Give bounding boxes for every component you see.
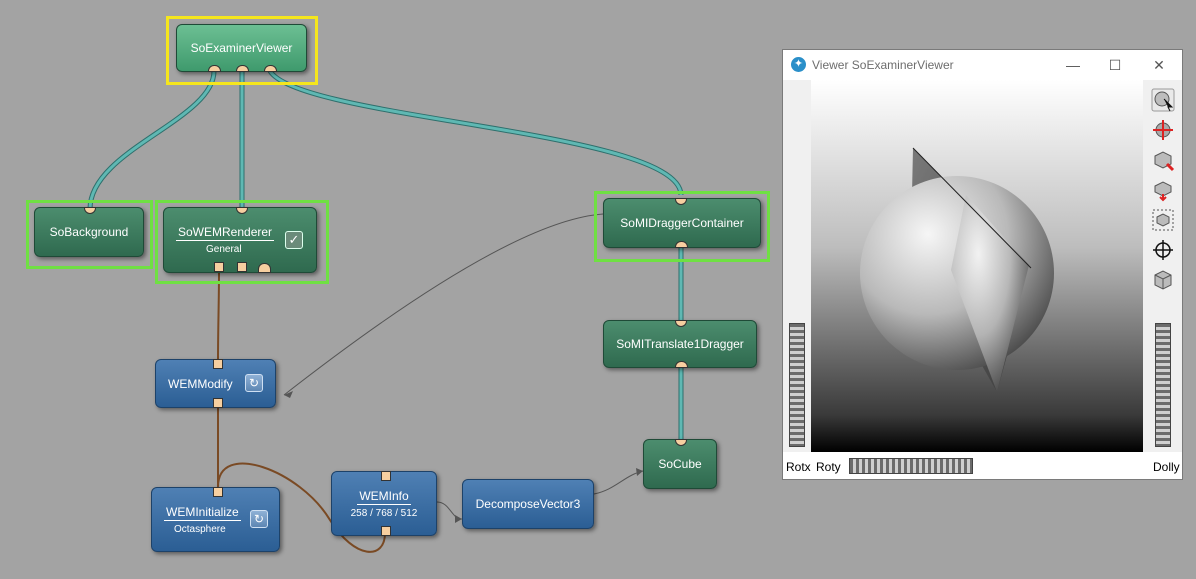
node-subtitle: 258 / 768 / 512 <box>350 507 418 519</box>
cube-view-icon[interactable] <box>1151 268 1175 292</box>
input-port[interactable] <box>214 262 224 272</box>
rotx-label: Rotx <box>786 460 811 474</box>
refresh-icon[interactable]: ↻ <box>250 510 268 528</box>
center-icon[interactable] <box>1151 238 1175 262</box>
close-button[interactable]: ✕ <box>1153 57 1165 73</box>
view-all-icon[interactable] <box>1151 208 1175 232</box>
wire-examiner-dragger <box>267 69 684 196</box>
node-subtitle: General <box>206 244 242 255</box>
node-title: SoExaminerViewer <box>190 41 293 55</box>
wire-initialize-info <box>217 462 386 553</box>
node-somidraggercontainer[interactable]: SoMIDraggerContainer <box>603 198 761 248</box>
input-port[interactable] <box>381 526 391 536</box>
node-title: DecomposeVector3 <box>475 497 581 511</box>
viewer-left-panel <box>783 80 811 452</box>
wire-renderer-modify <box>217 271 220 360</box>
node-subtitle: Octasphere <box>174 523 226 535</box>
field-wire-decompose-cube <box>593 470 644 495</box>
refresh-icon[interactable]: ↻ <box>245 374 263 392</box>
viewer-title: Viewer SoExaminerViewer <box>812 58 954 72</box>
node-title: SoMIDraggerContainer <box>620 216 744 230</box>
input-port[interactable] <box>237 262 247 272</box>
viewer-titlebar[interactable]: ✦ Viewer SoExaminerViewer — ☐ ✕ <box>783 50 1182 80</box>
selection-frame-dragger <box>594 191 770 262</box>
selection-frame-examiner <box>166 16 318 85</box>
output-port[interactable] <box>236 65 249 72</box>
dolly-label: Dolly <box>1153 460 1180 474</box>
rotx-thumbwheel[interactable] <box>789 323 805 447</box>
field-wire-info-decompose <box>436 501 463 520</box>
node-decomposevector3[interactable]: DecomposeVector3 <box>462 479 594 529</box>
node-title: WEMInitialize <box>164 504 241 521</box>
node-title: SoWEMRenderer <box>176 225 275 241</box>
field-wire-dragger-modify <box>283 213 604 396</box>
selection-frame-renderer <box>155 200 329 284</box>
node-socube[interactable]: SoCube <box>643 439 717 489</box>
output-port[interactable] <box>213 487 223 497</box>
seek-icon[interactable] <box>1151 148 1175 172</box>
roty-label: Roty <box>816 460 841 474</box>
output-port[interactable] <box>213 398 223 408</box>
input-port[interactable] <box>213 359 223 369</box>
node-title: WEMInfo <box>357 488 411 505</box>
node-title: SoCube <box>658 457 702 471</box>
dolly-thumbwheel[interactable] <box>1155 323 1171 447</box>
node-weminfo[interactable]: WEMInfo 258 / 768 / 512 <box>331 471 437 536</box>
node-somitranslate1dragger[interactable]: SoMITranslate1Dragger <box>603 320 757 368</box>
scene-render <box>860 147 1054 392</box>
viewer-window[interactable]: ✦ Viewer SoExaminerViewer — ☐ ✕ <box>782 49 1183 480</box>
node-title: SoMITranslate1Dragger <box>616 337 744 351</box>
rotate-icon[interactable] <box>1151 118 1175 142</box>
output-port[interactable] <box>381 471 391 481</box>
wire-examiner-background <box>87 70 217 210</box>
node-sobackground[interactable]: SoBackground <box>34 207 144 257</box>
mevislab-icon: ✦ <box>791 57 806 72</box>
node-soexaminerviewer[interactable]: SoExaminerViewer <box>176 24 307 72</box>
output-port[interactable] <box>675 241 688 248</box>
render-viewport[interactable] <box>811 80 1143 452</box>
roty-thumbwheel[interactable] <box>849 458 973 474</box>
selection-frame-background <box>26 200 153 269</box>
output-port[interactable] <box>208 65 221 72</box>
home-icon[interactable] <box>1151 178 1175 202</box>
pick-arrow-icon[interactable] <box>1151 88 1175 112</box>
enable-checkbox[interactable]: ✓ <box>285 231 303 249</box>
minimize-button[interactable]: — <box>1066 57 1080 73</box>
output-port[interactable] <box>264 65 277 72</box>
viewer-toolbar <box>1143 80 1182 452</box>
output-port[interactable] <box>258 263 271 273</box>
output-port[interactable] <box>675 361 688 368</box>
node-title: SoBackground <box>49 225 129 239</box>
node-title: WEMModify <box>168 376 233 391</box>
dragger-plane-front <box>951 195 1029 392</box>
maximize-button[interactable]: ☐ <box>1108 57 1122 73</box>
